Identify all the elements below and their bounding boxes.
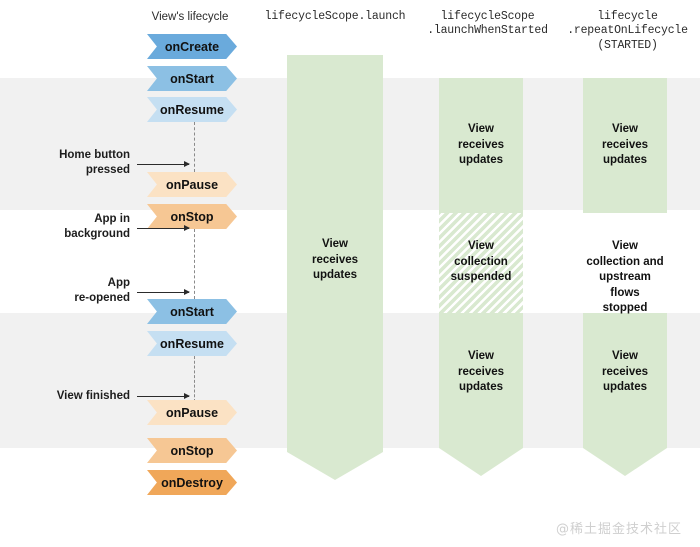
- lifecycle-chevron-onpause-1[interactable]: onPause: [147, 172, 237, 197]
- column-header-repeatonlifecycle-line2: .repeatOnLifecycle: [567, 24, 688, 38]
- bar-launch-active: [287, 55, 383, 452]
- bar-launchwhenstarted-active-top: [439, 78, 523, 213]
- event-label-background-line2: background: [64, 227, 130, 240]
- dashed-connector-3: [194, 356, 195, 402]
- column-header-repeatonlifecycle-line1: lifecycle: [597, 10, 658, 23]
- lifecycle-chevron-ondestroy[interactable]: onDestroy: [147, 470, 237, 495]
- event-label-home-line2: pressed: [85, 163, 130, 176]
- event-label-app-in-background: App in background: [20, 212, 130, 242]
- dashed-connector-2: [194, 229, 195, 299]
- lifecycle-chevron-onstart-2[interactable]: onStart: [147, 299, 237, 324]
- event-label-view-finished: View finished: [20, 389, 130, 404]
- lifecycle-chevron-onpause-2[interactable]: onPause: [147, 400, 237, 425]
- event-label-home-line1: Home button: [59, 149, 130, 161]
- bar-repeatonlifecycle-arrow-tip: [583, 448, 667, 476]
- watermark: @稀土掘金技术社区: [555, 522, 682, 537]
- lifecycle-chevron-onresume-2[interactable]: onResume: [147, 331, 237, 356]
- lifecycle-chevron-onstop-2[interactable]: onStop: [147, 438, 237, 463]
- event-arrow-home-button-pressed: [137, 161, 190, 167]
- column-header-launchwhenstarted: lifecycleScope .launchWhenStarted: [415, 10, 560, 39]
- event-arrow-view-finished: [137, 393, 190, 399]
- event-label-background-line1: App in: [94, 213, 130, 225]
- dashed-connector-1: [194, 122, 195, 172]
- lifecycle-chevron-onstop-1[interactable]: onStop: [147, 204, 237, 229]
- bar-launchwhenstarted-arrow-tip: [439, 448, 523, 476]
- bar-launch-arrow-tip: [287, 452, 383, 480]
- column-header-repeatonlifecycle: lifecycle .repeatOnLifecycle (STARTED): [555, 10, 700, 53]
- lifecycle-chevron-onstart-1[interactable]: onStart: [147, 66, 237, 91]
- bar-launchwhenstarted-suspended: [439, 213, 523, 313]
- event-arrow-app-in-background: [137, 225, 190, 231]
- event-label-app-re-opened: App re-opened: [20, 276, 130, 306]
- event-label-finished-line1: View finished: [56, 390, 130, 402]
- bar-launchwhenstarted-active-bottom: [439, 313, 523, 448]
- column-header-repeatonlifecycle-line3: (STARTED): [597, 38, 658, 52]
- bar-repeatonlifecycle-active-top: [583, 78, 667, 213]
- event-label-reopen-line1: App: [107, 277, 130, 289]
- bar-repeatonlifecycle-active-bottom: [583, 313, 667, 448]
- event-label-home-button-pressed: Home button pressed: [20, 148, 130, 178]
- column-header-lifecyclescope-launch: lifecycleScope.launch: [264, 10, 406, 23]
- lifecycle-chevron-oncreate[interactable]: onCreate: [147, 34, 237, 59]
- column-header-launchwhenstarted-line2: .launchWhenStarted: [427, 24, 548, 38]
- column-header-view-lifecycle: View's lifecycle: [151, 11, 229, 23]
- event-label-reopen-line2: re-opened: [74, 291, 130, 304]
- lifecycle-chevron-onresume-1[interactable]: onResume: [147, 97, 237, 122]
- column-header-launchwhenstarted-line1: lifecycleScope: [440, 10, 535, 23]
- event-arrow-app-re-opened: [137, 289, 190, 295]
